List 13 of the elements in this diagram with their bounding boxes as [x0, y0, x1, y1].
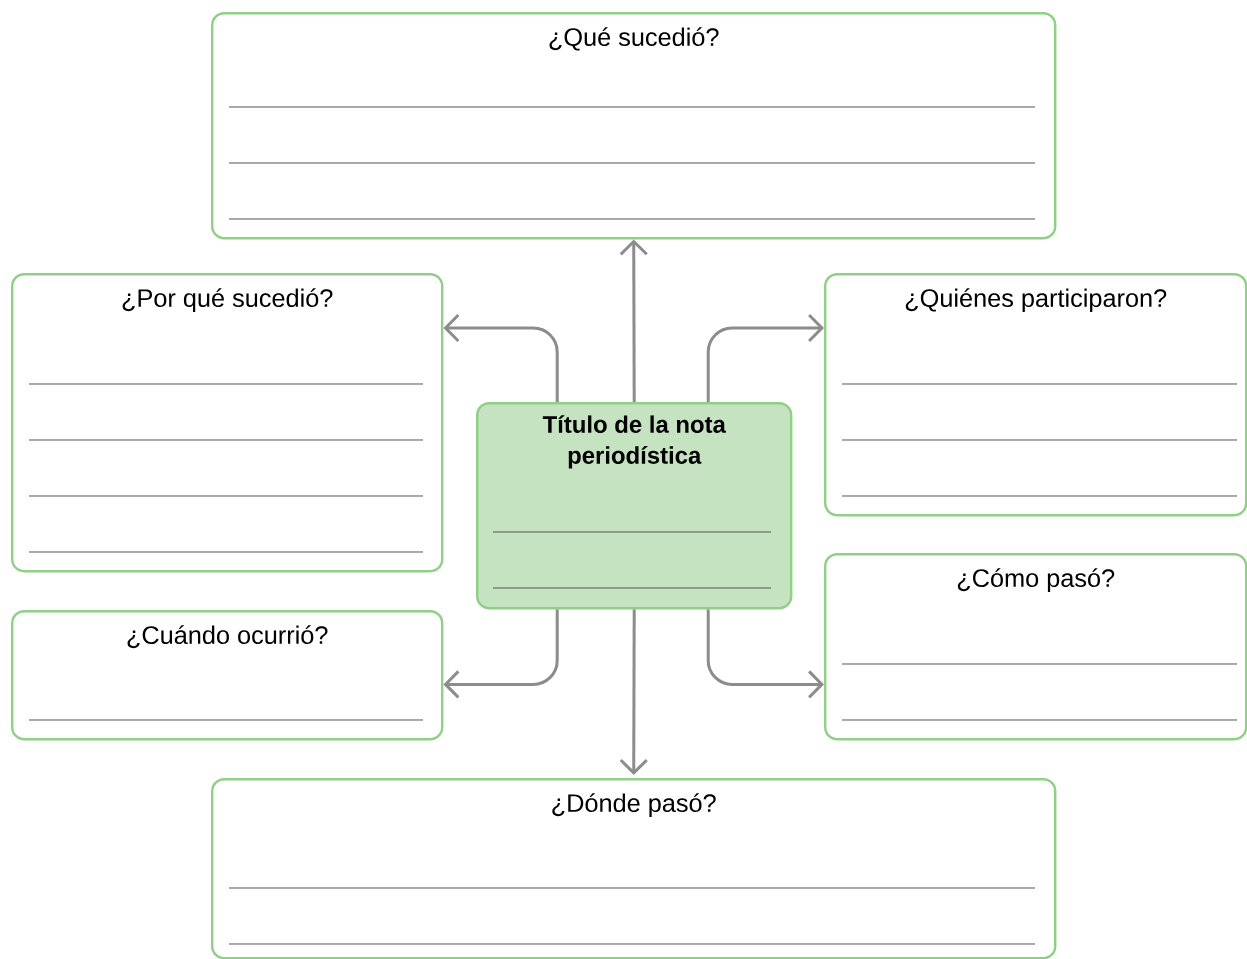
- title-box: Título de la nota periodística: [476, 402, 793, 610]
- arrow: [619, 609, 648, 775]
- arrow: [706, 313, 824, 402]
- question-box: ¿Cuándo ocurrió?: [11, 610, 444, 741]
- question-box: ¿Dónde pasó?: [211, 778, 1057, 959]
- arrow: [619, 239, 648, 402]
- arrow: [443, 313, 559, 402]
- arrow: [706, 609, 824, 699]
- question-box: ¿Cómo pasó?: [824, 553, 1247, 741]
- question-box: ¿Por qué sucedió?: [11, 273, 444, 573]
- arrow: [443, 609, 559, 699]
- question-box: ¿Quiénes participaron?: [824, 273, 1247, 517]
- question-box: ¿Qué sucedió?: [211, 12, 1057, 240]
